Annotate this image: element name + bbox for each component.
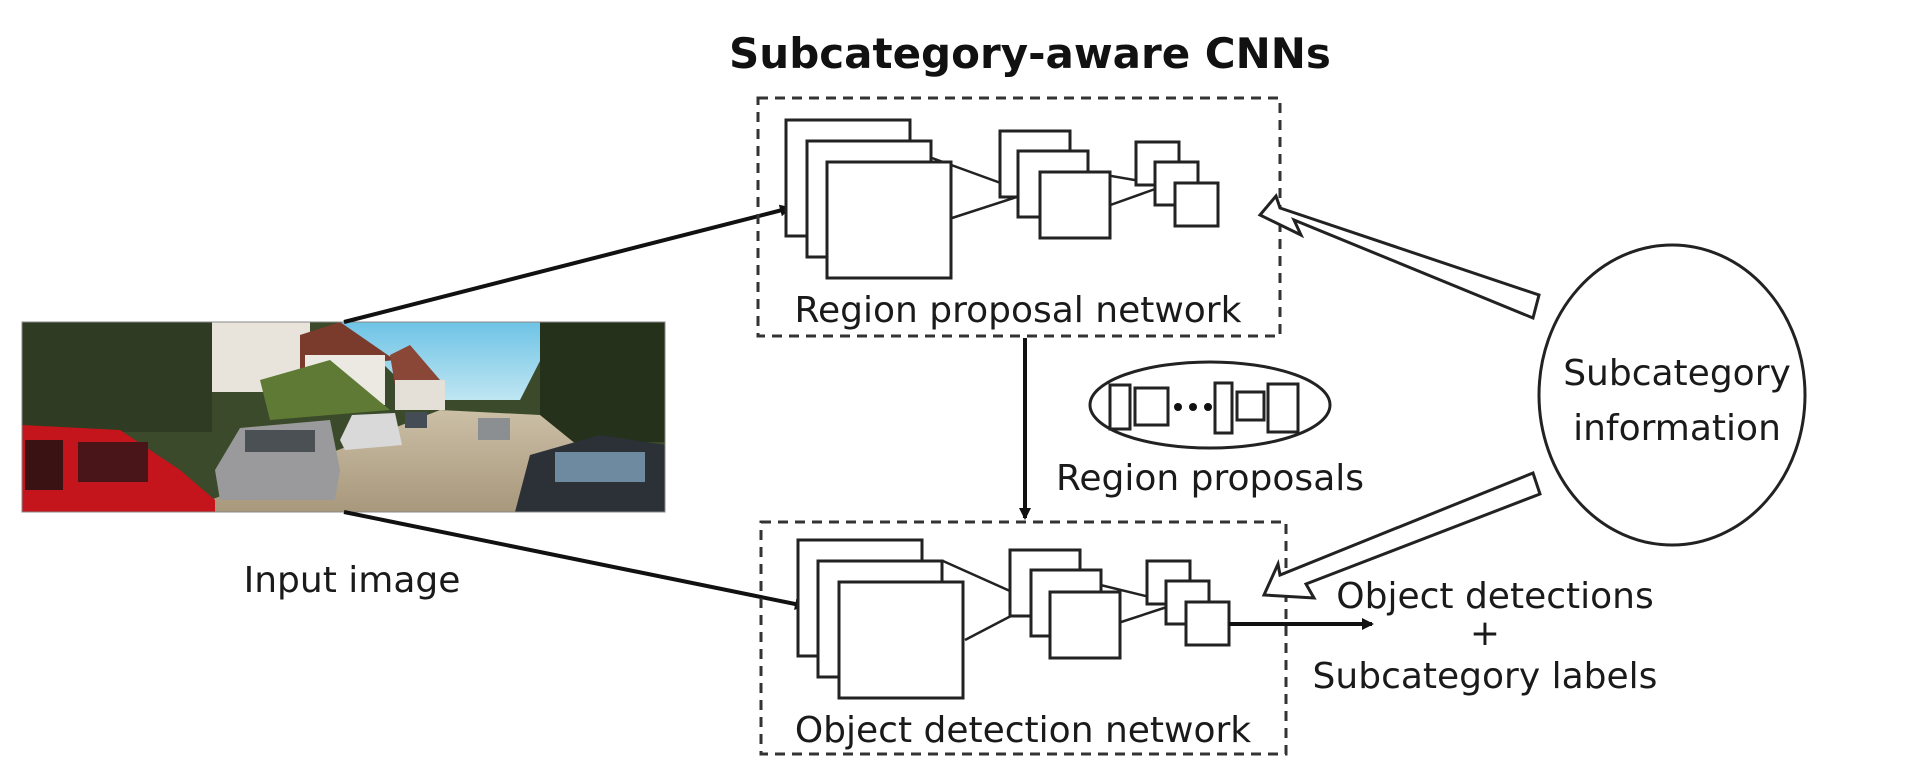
proposal-box [1235, 390, 1266, 422]
subcategory-info-line1: Subcategory [1563, 353, 1791, 394]
odn-label: Object detection network [795, 710, 1251, 751]
output-label: Object detections + Subcategory labels [1313, 576, 1658, 697]
input-image-label: Input image [244, 560, 461, 601]
output-plus: + [1470, 613, 1500, 654]
feature-map [1038, 170, 1112, 240]
arrow-image-to-rpn [343, 204, 792, 324]
hollow-arrow-to-odn [1261, 471, 1542, 600]
feature-map [1173, 181, 1220, 228]
proposal-box [1133, 386, 1170, 427]
feature-map [825, 160, 953, 280]
proposal-box [1213, 381, 1234, 435]
output-line1: Object detections [1336, 576, 1653, 617]
proposal-box [1266, 382, 1300, 434]
odn-dashed-border [759, 520, 1288, 756]
region-proposals-label: Region proposals [1056, 458, 1364, 499]
output-line3: Subcategory labels [1313, 656, 1658, 697]
feature-map [1048, 590, 1122, 660]
rpn-dashed-border [756, 96, 1282, 338]
diagram-title: Subcategory-aware CNNs [729, 29, 1331, 78]
subcategory-circle [1537, 243, 1807, 547]
region-proposals: Region proposals [1056, 360, 1364, 499]
feature-map [837, 580, 965, 700]
rpn-label: Region proposal network [795, 290, 1242, 331]
feature-map [1184, 600, 1231, 647]
subcategory-info-line2: information [1573, 408, 1781, 449]
arrow-image-to-odn [343, 510, 807, 610]
proposal-box [1108, 383, 1132, 431]
object-detection-network: Object detection network [759, 520, 1288, 756]
hollow-arrow-to-rpn [1257, 192, 1541, 321]
subcategory-information: Subcategory information [1537, 243, 1807, 547]
input-image [22, 322, 665, 512]
region-proposal-network: Region proposal network [756, 96, 1282, 338]
